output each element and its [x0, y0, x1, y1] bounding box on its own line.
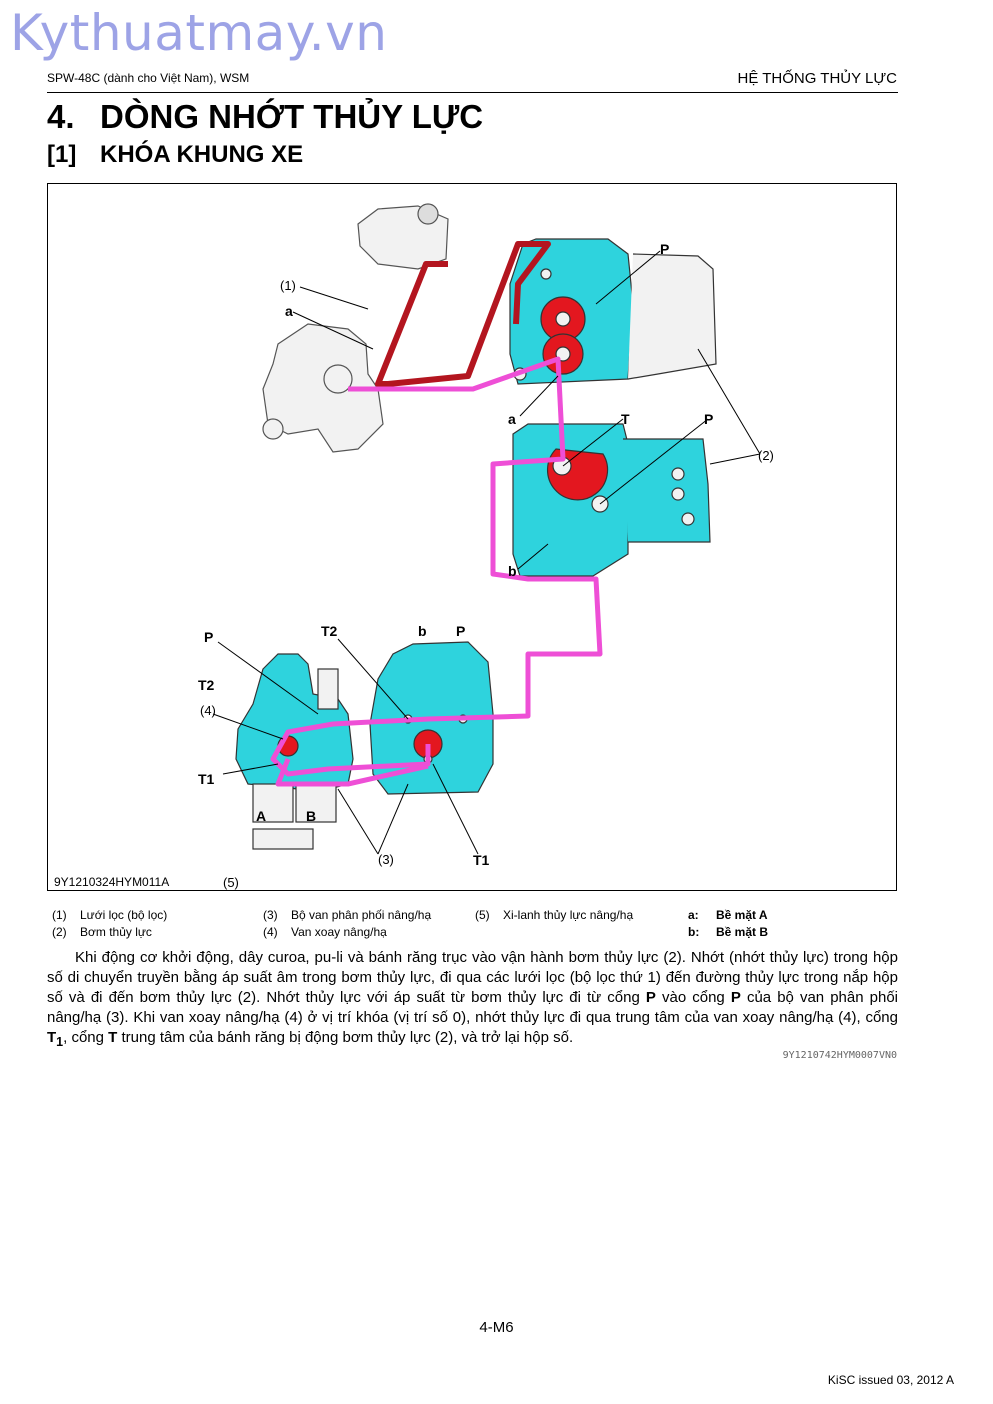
legend-text: Bơm thủy lực — [80, 925, 152, 939]
body-text-2: vào cổng — [655, 989, 731, 1006]
body-text-5: trung tâm của bánh răng bị động bơm thủy… — [117, 1029, 574, 1046]
label-t1-left: T1 — [198, 771, 215, 787]
return-line — [275, 758, 429, 787]
label-1: (1) — [280, 278, 296, 293]
body-bold-2: P — [730, 989, 741, 1006]
control-valve-body — [235, 653, 354, 850]
label-t-mid: T — [621, 411, 630, 427]
label-p-left: P — [204, 629, 213, 645]
header-right: HỆ THỐNG THỦY LỰC — [737, 70, 897, 87]
label-a-mid: a — [508, 411, 516, 427]
page-number: 4-M6 — [479, 1319, 514, 1336]
legend-num: (5) — [475, 908, 490, 922]
label-4: (4) — [200, 703, 216, 718]
label-b-center: b — [418, 623, 427, 639]
legend-text: Bề mặt B — [716, 925, 769, 939]
body-paragraph: Khi động cơ khởi động, dây curoa, pu-li … — [47, 948, 898, 1052]
label-a-port: A — [256, 808, 266, 824]
label-t2-left: T2 — [198, 677, 215, 693]
legend-col-1: (1) Lưới lọc (bộ lọc) (2) Bơm thủy lực — [52, 907, 167, 941]
hydraulic-flow-figure: (1) a P a T P (2) b P T2 b P T2 (4) T1 A… — [47, 183, 897, 891]
body-subscript-3: 1 — [56, 1035, 64, 1049]
label-a-top: a — [285, 303, 293, 319]
body-bold-1: P — [645, 989, 656, 1006]
legend-text: Van xoay nâng/hạ — [291, 925, 387, 939]
body-bold-3: T — [47, 1029, 57, 1046]
legend-num: (2) — [52, 925, 67, 939]
document-code: 9Y1210742HYM0007VN0 — [782, 1050, 897, 1061]
legend-text: Bề mặt A — [716, 908, 768, 922]
label-p-top: P — [660, 241, 669, 257]
section-number: 4. — [47, 98, 75, 135]
label-3: (3) — [378, 852, 394, 867]
legend-col-2: (3) Bộ van phân phối nâng/hạ (4) Van xoay … — [263, 907, 431, 941]
legend-text: Xi-lanh thủy lực nâng/hạ — [503, 908, 634, 922]
watermark: Kythuatmay.vn — [10, 4, 388, 62]
body-text-4: , cổng — [63, 1029, 109, 1046]
legend-num: (4) — [263, 925, 278, 939]
subsection-number: [1] — [47, 141, 77, 168]
legend-col-4: a: Bề mặt A b: Bề mặt B — [688, 907, 768, 941]
legend-key: a: — [688, 908, 699, 922]
leader-lines — [212, 250, 761, 855]
pump-face-b — [512, 423, 711, 577]
label-5: (5) — [223, 875, 239, 890]
legend-num: (1) — [52, 908, 67, 922]
legend-text: Bộ van phân phối nâng/hạ — [291, 908, 432, 922]
legend-col-3: (5) Xi-lanh thủy lực nâng/hạ — [475, 907, 633, 924]
issued-note: KiSC issued 03, 2012 A — [827, 1373, 954, 1387]
figure-code: 9Y1210324HYM011A — [54, 875, 170, 889]
header-divider — [47, 92, 898, 93]
label-p-center: P — [456, 623, 465, 639]
body-text-3: của bộ van phân phối nâng/hạ (3). Khi va… — [47, 989, 899, 1026]
label-t1-bottom: T1 — [473, 852, 490, 868]
legend-key: b: — [688, 925, 700, 939]
suction-line — [375, 241, 551, 387]
legend-num: (3) — [263, 908, 278, 922]
pump-body-top — [509, 238, 717, 385]
label-2: (2) — [758, 448, 774, 463]
gear-case-housing — [262, 203, 449, 453]
body-text-1: Khi động cơ khởi động, dây curoa, pu-li … — [47, 949, 898, 1006]
legend-text: Lưới lọc (bộ lọc) — [80, 908, 168, 922]
body-bold-4: T — [108, 1029, 118, 1046]
section-title: DÒNG NHỚT THỦY LỰC — [100, 98, 484, 135]
subsection-title: KHÓA KHUNG XE — [100, 141, 304, 168]
label-b-mid: b — [508, 563, 517, 579]
pressure-line — [270, 356, 603, 777]
label-t2-center: T2 — [321, 623, 338, 639]
label-p-mid: P — [704, 411, 713, 427]
header-left: SPW-48C (dành cho Việt Nam), WSM — [47, 71, 250, 85]
hydraulic-diagram: (1) a P a T P (2) b P T2 b P T2 (4) T1 A… — [198, 203, 774, 890]
label-b-port: B — [306, 808, 316, 824]
